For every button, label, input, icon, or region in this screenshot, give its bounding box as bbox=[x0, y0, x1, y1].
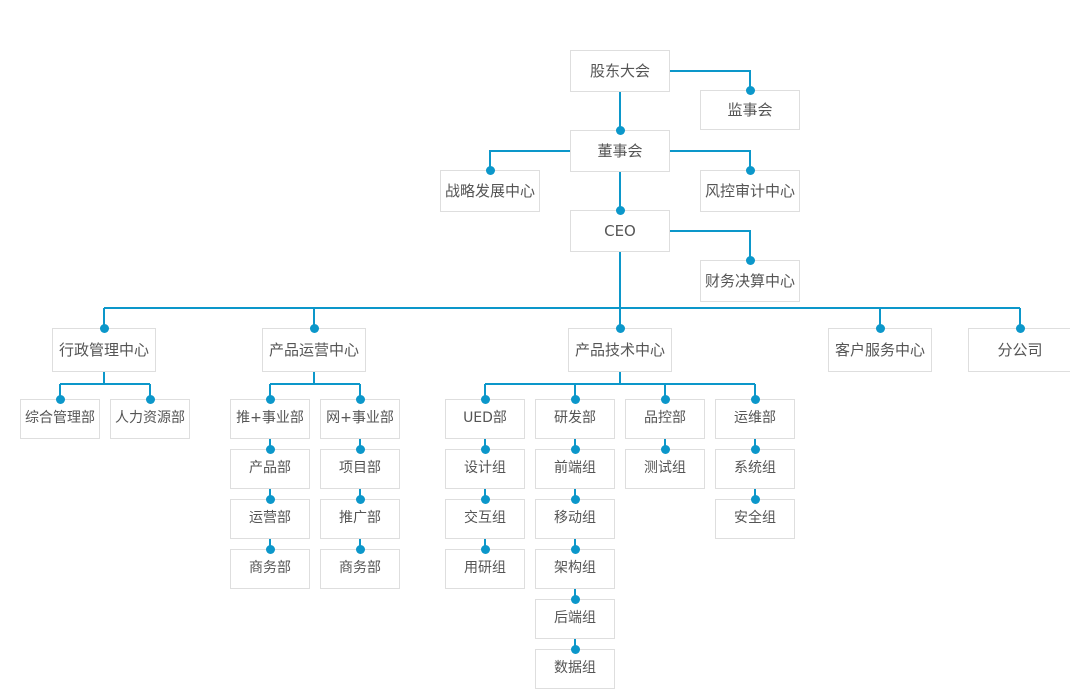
org-node[interactable]: 安全组 bbox=[715, 499, 795, 539]
org-node[interactable]: 股东大会 bbox=[570, 50, 670, 92]
connector-dot-icon bbox=[570, 544, 580, 554]
org-node[interactable]: 产品技术中心 bbox=[568, 328, 672, 372]
org-node[interactable]: 用研组 bbox=[445, 549, 525, 589]
connector-dot-icon bbox=[355, 544, 365, 554]
org-node[interactable]: 设计组 bbox=[445, 449, 525, 489]
connector-dot-icon bbox=[570, 594, 580, 604]
org-node[interactable]: 测试组 bbox=[625, 449, 705, 489]
connector-dot-icon bbox=[355, 494, 365, 504]
org-node[interactable]: 品控部 bbox=[625, 399, 705, 439]
org-node[interactable]: 交互组 bbox=[445, 499, 525, 539]
connector-line bbox=[489, 150, 570, 170]
connector-dot-icon bbox=[660, 394, 670, 404]
connector-dot-icon bbox=[570, 444, 580, 454]
connector-line bbox=[670, 230, 751, 260]
org-node[interactable]: 网+事业部 bbox=[320, 399, 400, 439]
connector-dot-icon bbox=[1015, 323, 1025, 333]
org-node[interactable]: 商务部 bbox=[230, 549, 310, 589]
connector-dot-icon bbox=[570, 644, 580, 654]
connector-dot-icon bbox=[570, 394, 580, 404]
org-node[interactable]: 架构组 bbox=[535, 549, 615, 589]
connector-dot-icon bbox=[615, 125, 625, 135]
connector-dot-icon bbox=[355, 444, 365, 454]
connector-dot-icon bbox=[265, 544, 275, 554]
connector-dot-icon bbox=[99, 323, 109, 333]
connector-dot-icon bbox=[750, 444, 760, 454]
org-node[interactable]: 行政管理中心 bbox=[52, 328, 156, 372]
org-node[interactable]: 研发部 bbox=[535, 399, 615, 439]
org-node[interactable]: 推广部 bbox=[320, 499, 400, 539]
org-node[interactable]: 产品部 bbox=[230, 449, 310, 489]
connector-dot-icon bbox=[875, 323, 885, 333]
org-node[interactable]: UED部 bbox=[445, 399, 525, 439]
connector-dot-icon bbox=[660, 444, 670, 454]
connector-dot-icon bbox=[570, 494, 580, 504]
connector-dot-icon bbox=[750, 494, 760, 504]
org-node[interactable]: 监事会 bbox=[700, 90, 800, 130]
connector-dot-icon bbox=[480, 394, 490, 404]
org-node[interactable]: 人力资源部 bbox=[110, 399, 190, 439]
connector-dot-icon bbox=[309, 323, 319, 333]
connector-line bbox=[670, 150, 751, 170]
connector-dot-icon bbox=[485, 165, 495, 175]
connector-dot-icon bbox=[745, 165, 755, 175]
connector-dot-icon bbox=[55, 394, 65, 404]
org-node[interactable]: 数据组 bbox=[535, 649, 615, 689]
org-node[interactable]: 客户服务中心 bbox=[828, 328, 932, 372]
connector-line bbox=[670, 70, 751, 90]
org-node[interactable]: 系统组 bbox=[715, 449, 795, 489]
connector-dot-icon bbox=[615, 205, 625, 215]
connector-dot-icon bbox=[480, 494, 490, 504]
org-node[interactable]: 产品运营中心 bbox=[262, 328, 366, 372]
org-node[interactable]: CEO bbox=[570, 210, 670, 252]
connector-dot-icon bbox=[750, 394, 760, 404]
connector-dot-icon bbox=[265, 394, 275, 404]
connector-dot-icon bbox=[480, 444, 490, 454]
org-node[interactable]: 董事会 bbox=[570, 130, 670, 172]
org-node[interactable]: 风控审计中心 bbox=[700, 170, 800, 212]
org-node[interactable]: 商务部 bbox=[320, 549, 400, 589]
org-node[interactable]: 后端组 bbox=[535, 599, 615, 639]
connector-dot-icon bbox=[265, 494, 275, 504]
connector-dot-icon bbox=[745, 85, 755, 95]
org-node[interactable]: 分公司 bbox=[968, 328, 1070, 372]
connector-dot-icon bbox=[745, 255, 755, 265]
connector-dot-icon bbox=[145, 394, 155, 404]
org-node[interactable]: 综合管理部 bbox=[20, 399, 100, 439]
org-node[interactable]: 财务决算中心 bbox=[700, 260, 800, 302]
org-node[interactable]: 推+事业部 bbox=[230, 399, 310, 439]
connector-dot-icon bbox=[615, 323, 625, 333]
connector-dot-icon bbox=[355, 394, 365, 404]
org-node[interactable]: 运营部 bbox=[230, 499, 310, 539]
org-node[interactable]: 项目部 bbox=[320, 449, 400, 489]
org-node[interactable]: 前端组 bbox=[535, 449, 615, 489]
org-node[interactable]: 移动组 bbox=[535, 499, 615, 539]
org-node[interactable]: 战略发展中心 bbox=[440, 170, 540, 212]
org-node[interactable]: 运维部 bbox=[715, 399, 795, 439]
connector-dot-icon bbox=[480, 544, 490, 554]
connector-dot-icon bbox=[265, 444, 275, 454]
